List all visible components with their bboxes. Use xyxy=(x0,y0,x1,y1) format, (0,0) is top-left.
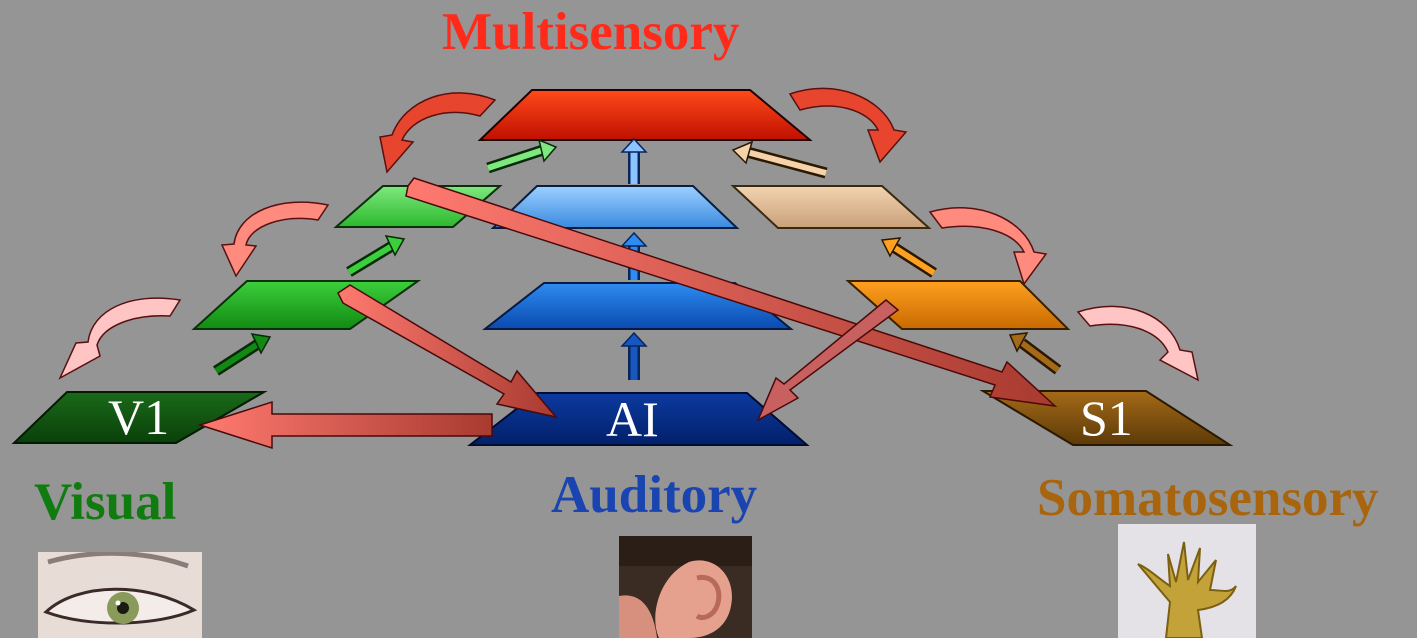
curved-arrow-mid-right xyxy=(928,207,1048,286)
somatosensory-title: Somatosensory xyxy=(1037,469,1379,527)
visual-up-arrow-3 xyxy=(486,138,558,174)
s1-label: S1 xyxy=(1080,390,1133,446)
somatosensory-up-arrow-2 xyxy=(880,237,937,278)
somatosensory-area-level3 xyxy=(730,185,932,229)
curved-arrow-top-left xyxy=(379,92,497,174)
auditory-title: Auditory xyxy=(551,466,758,524)
arrow-ai-to-v1 xyxy=(197,400,493,450)
arrow-visual-level2-to-ai xyxy=(337,284,559,419)
arrow-somatosensory-level2-to-ai xyxy=(756,299,900,422)
visual-up-arrow-2 xyxy=(346,235,406,277)
multisensory-title: Multisensory xyxy=(442,3,740,61)
visual-title: Visual xyxy=(34,473,177,531)
curved-arrow-low-left xyxy=(58,297,182,380)
v1-label: V1 xyxy=(108,389,170,445)
v1-area xyxy=(11,391,268,444)
crossmodal-arrows xyxy=(197,177,1058,450)
curved-arrow-mid-left xyxy=(220,201,330,278)
eye-photo xyxy=(38,552,202,638)
somatosensory-up-arrow-1 xyxy=(1008,332,1062,375)
ear-photo xyxy=(619,536,752,638)
hand-photo xyxy=(1118,524,1256,638)
curved-arrow-low-right xyxy=(1076,305,1200,382)
curved-arrow-top-right xyxy=(788,87,908,164)
curved-arrows xyxy=(58,87,1200,382)
auditory-up-arrow-3 xyxy=(620,137,648,184)
arrow-visual-level3-to-s1 xyxy=(405,177,1058,408)
somatosensory-up-arrow-3 xyxy=(731,140,828,179)
visual-up-arrow-1 xyxy=(213,333,272,376)
auditory-up-arrow-1 xyxy=(620,331,648,380)
multisensory-area xyxy=(477,89,813,141)
ai-label: AI xyxy=(606,391,659,447)
